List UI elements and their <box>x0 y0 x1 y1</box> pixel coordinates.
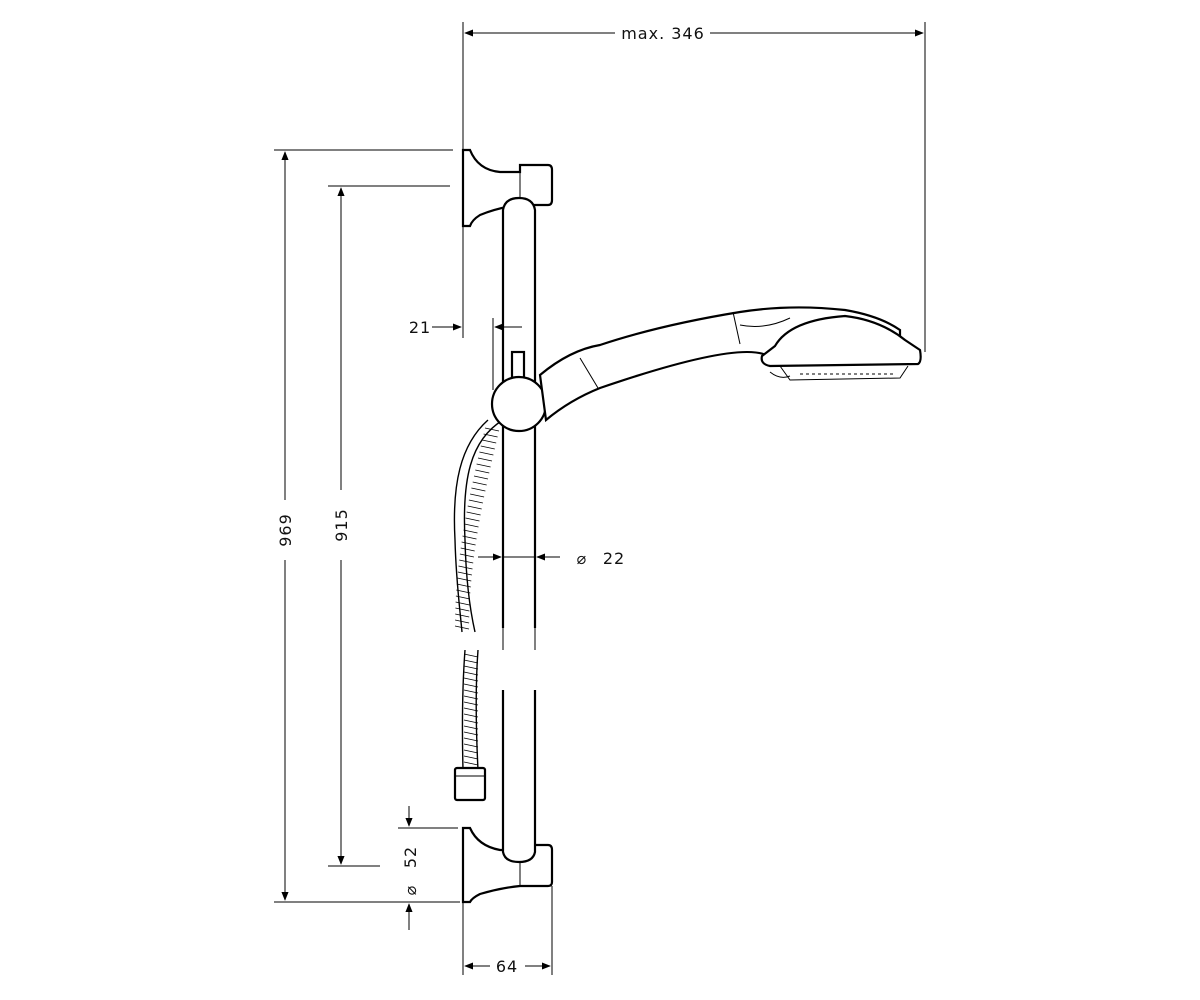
hose-ridge <box>473 475 489 480</box>
hose-ridge <box>472 481 487 486</box>
dimension-label-max-width: max. 346 <box>621 24 705 43</box>
dimension-label-bracket-diameter: 52 <box>401 846 420 868</box>
dimension-symbol-bar-diameter: ⌀ <box>577 549 588 568</box>
hose-ridge <box>454 625 470 630</box>
dimension-bracket-diameter: 52 ⌀ <box>398 806 458 930</box>
dimension-symbol-bracket-diameter: ⌀ <box>401 885 420 896</box>
hose-ridge <box>456 589 471 594</box>
slider-knob <box>490 350 548 433</box>
dimension-label-wall-offset: 21 <box>409 318 431 337</box>
hose-ridge <box>463 749 479 754</box>
hose-ridge <box>463 659 479 664</box>
hose-ridge <box>463 743 479 748</box>
hand-shower <box>538 306 922 423</box>
hose-ridge <box>484 427 500 432</box>
hose-ridge <box>455 619 470 624</box>
hose-ridge <box>463 665 479 670</box>
hose-ridge <box>483 433 498 438</box>
hose-ridge <box>480 445 495 450</box>
hose-ridge <box>468 499 483 504</box>
hose-ridge <box>455 601 470 606</box>
hose-ridge <box>465 517 480 522</box>
dimension-max-width: max. 346 <box>462 22 926 352</box>
hose-ridge <box>457 571 472 576</box>
hose-ridge <box>462 535 477 540</box>
hose-ridge <box>456 583 471 588</box>
hose-ridge <box>464 523 479 528</box>
hose-ridge <box>477 457 493 462</box>
hose-ridge <box>471 487 486 492</box>
hose-ridge <box>466 511 481 516</box>
hose-ridge <box>479 451 494 456</box>
dimension-bracket-depth: 64 <box>462 886 553 976</box>
dimension-label-bar-diameter: 22 <box>603 549 625 568</box>
hose-ridge <box>470 493 485 498</box>
hose-ridge <box>459 559 474 564</box>
hose-ridge <box>455 613 470 618</box>
hose-ridge <box>463 731 479 736</box>
hose-ridge <box>463 713 479 718</box>
dimension-label-total-height: 969 <box>276 513 295 547</box>
hose-ridge <box>455 607 470 612</box>
hose-ridge <box>476 463 491 468</box>
hose-ridge <box>463 737 479 742</box>
hose-ridge <box>463 683 479 688</box>
hose-ridge <box>463 689 479 694</box>
hose-ridge <box>455 595 470 600</box>
hose-ridge <box>463 755 479 760</box>
dimension-bar-diameter: ⌀ 22 <box>478 549 625 568</box>
hose-ridge <box>463 725 479 730</box>
hose-ridge <box>463 761 479 766</box>
dimension-bar-length: 915 <box>328 185 450 867</box>
hose-ridge <box>463 677 479 682</box>
hose-ridge <box>457 577 472 582</box>
hose-ridge <box>482 439 497 444</box>
hose-ridge <box>459 553 474 558</box>
hose-ridge <box>463 653 479 658</box>
dimension-label-bar-length: 915 <box>332 508 351 542</box>
hose-ridge <box>463 707 479 712</box>
rail-bar <box>500 196 540 864</box>
hose-ridge <box>463 701 479 706</box>
hose-ridge <box>467 505 482 510</box>
dimension-label-bracket-depth: 64 <box>496 957 518 976</box>
hose-ridge <box>460 547 475 552</box>
hose-ridge <box>475 469 490 474</box>
hose-ridge <box>463 529 478 534</box>
hose-ridge <box>463 719 479 724</box>
shower-hose <box>453 419 504 802</box>
hose-ridge <box>458 565 473 570</box>
dimension-wall-offset: 21 <box>409 226 522 390</box>
hose-ridge <box>463 671 479 676</box>
dimension-total-height: 969 <box>274 149 460 903</box>
hose-ridge <box>461 541 476 546</box>
hose-ridge <box>463 695 479 700</box>
